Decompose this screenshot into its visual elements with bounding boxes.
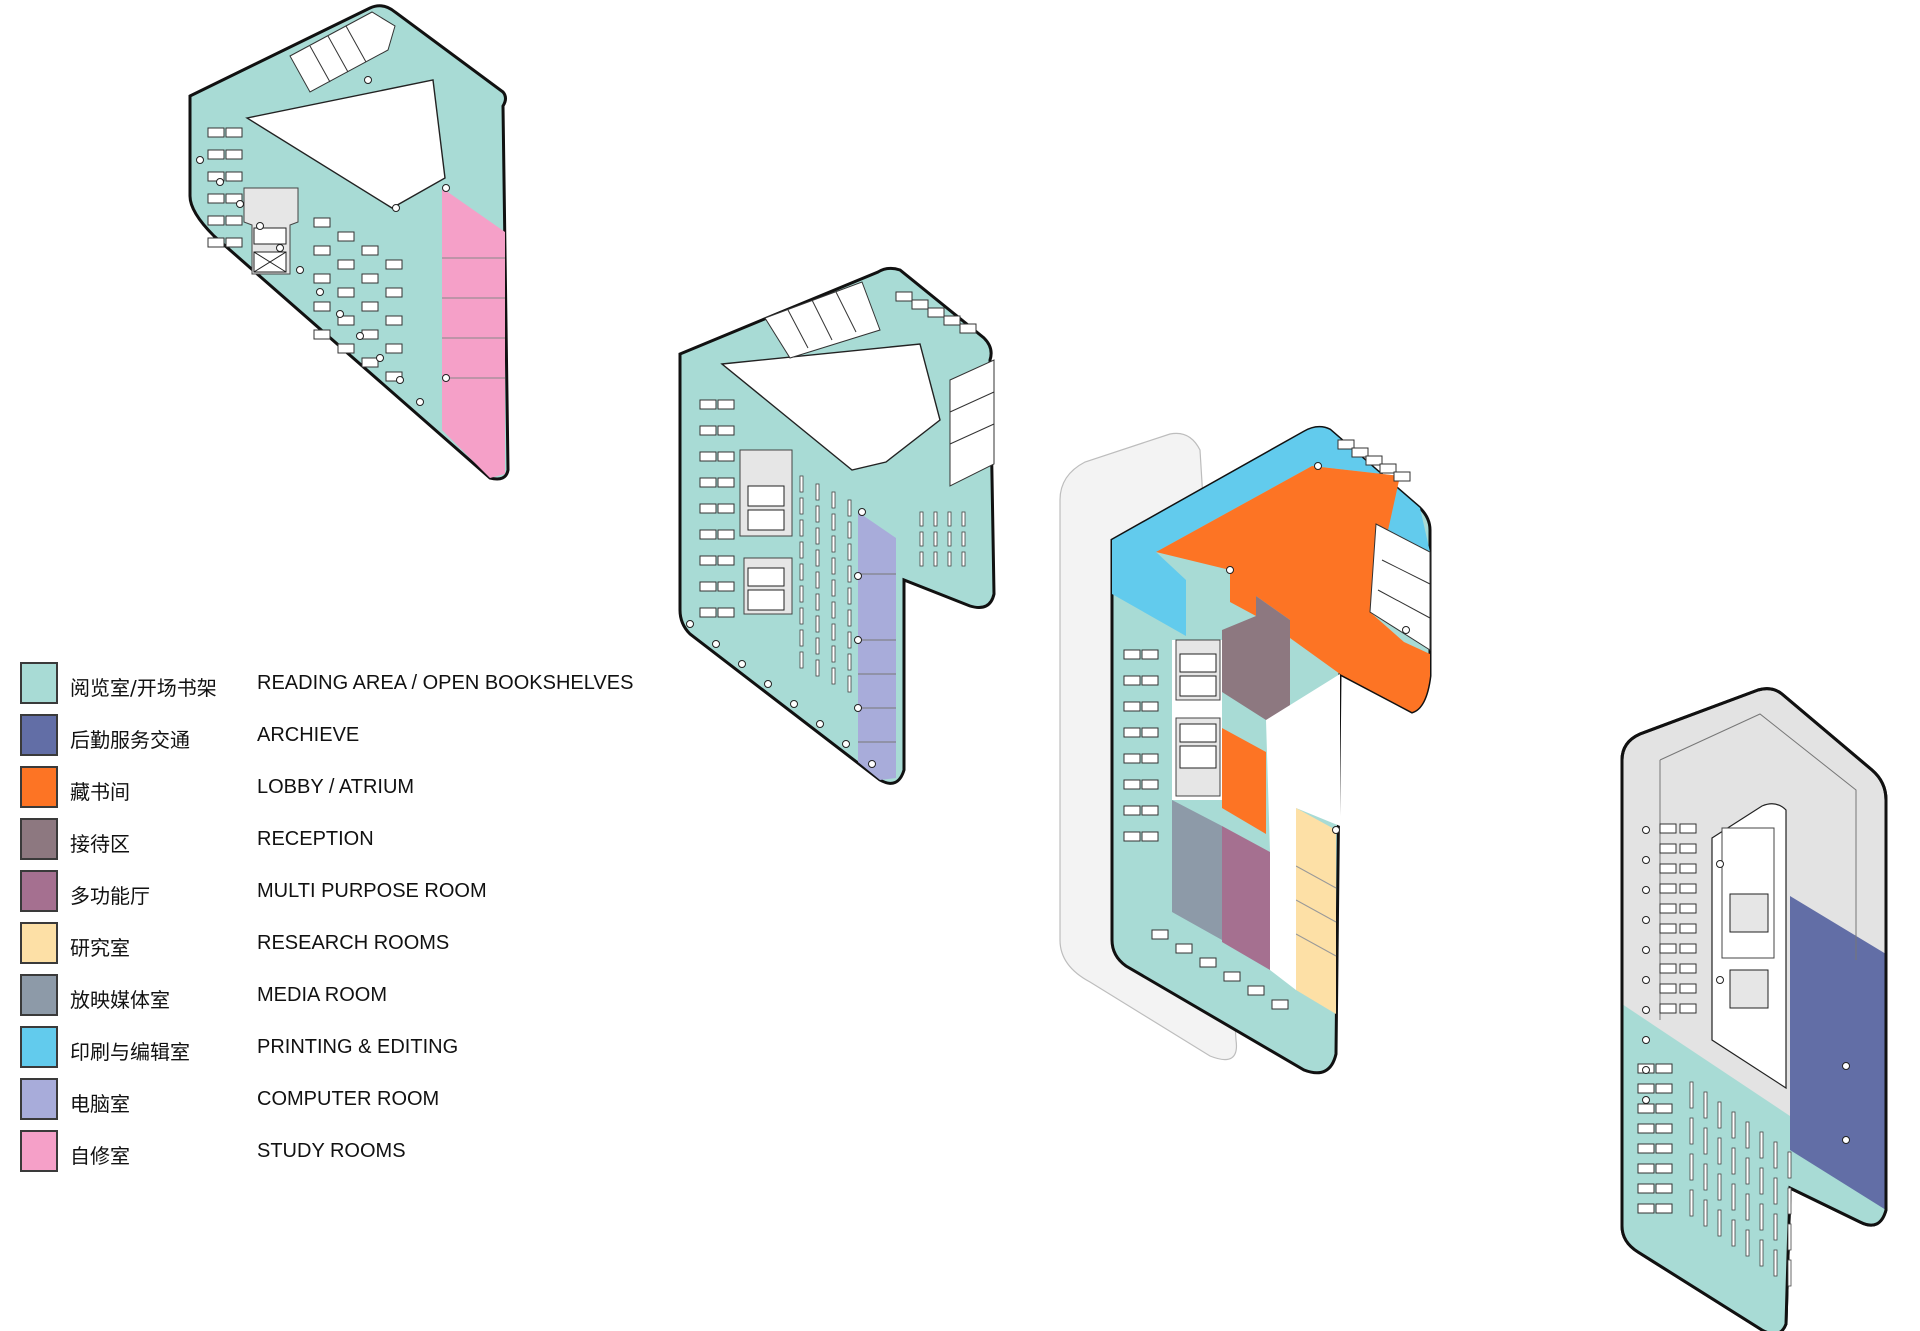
atrium-zone — [1156, 466, 1430, 712]
legend-label-cn: 研究室 — [70, 936, 130, 960]
legend-item: 藏书间 LOBBY / ATRIUM — [20, 766, 740, 812]
floor-plan-level-2 — [678, 266, 996, 785]
floor-plan-level-4 — [1620, 687, 1888, 1331]
legend-swatch — [20, 818, 58, 860]
legend-label-cn: 接待区 — [70, 832, 130, 856]
legend-swatch — [20, 974, 58, 1016]
study-rooms-zone — [442, 188, 505, 478]
legend-swatch — [20, 662, 58, 704]
legend-swatch — [20, 1130, 58, 1172]
elevator-core — [1175, 639, 1221, 797]
legend-label-en: LOBBY / ATRIUM — [257, 776, 415, 798]
bridge — [949, 359, 995, 487]
legend-label-cn: 阅览室/开场书架 — [70, 676, 217, 700]
floor-plan-level-3 — [1059, 425, 1432, 1075]
media-room-zone — [1172, 800, 1222, 940]
legend-label-en: RECEPTION — [257, 828, 374, 850]
circulation-void — [1266, 674, 1340, 990]
reception-zone — [1222, 596, 1290, 720]
legend-item: 研究室 RESEARCH ROOMS — [20, 922, 740, 968]
legend-label-en: PRINTING & EDITING — [257, 1036, 459, 1058]
legend-item: 多功能厅 MULTI PURPOSE ROOM — [20, 870, 740, 916]
staircase — [289, 11, 396, 93]
legend-swatch — [20, 870, 58, 912]
legend-item: 后勤服务交通 ARCHIEVE — [20, 714, 740, 760]
archive-zone — [1790, 896, 1886, 1210]
lobby-zone — [1222, 728, 1266, 834]
printing-editing-zone — [1112, 427, 1430, 636]
legend-item: 接待区 RECEPTION — [20, 818, 740, 864]
legend-label-cn: 后勤服务交通 — [70, 728, 190, 752]
legend-item: 放映媒体室 MEDIA ROOM — [20, 974, 740, 1020]
atrium-void — [720, 343, 941, 471]
legend-item: 印刷与编辑室 PRINTING & EDITING — [20, 1026, 740, 1072]
computer-room-zone — [858, 512, 896, 780]
floor-plan-level-1 — [188, 4, 510, 481]
legend-label-en: COMPUTER ROOM — [257, 1088, 440, 1110]
legend-swatch — [20, 1026, 58, 1068]
legend-label-cn: 电脑室 — [70, 1092, 130, 1116]
legend-label-cn: 藏书间 — [70, 780, 130, 804]
legend-label-en: MULTI PURPOSE ROOM — [257, 880, 487, 902]
multi-purpose-room-zone — [1222, 826, 1270, 970]
legend-swatch — [20, 766, 58, 808]
legend-label-cn: 放映媒体室 — [70, 988, 170, 1012]
legend-label-en: ARCHIEVE — [257, 724, 360, 746]
elevator-core — [243, 187, 299, 275]
elevator-core — [739, 449, 793, 615]
elevator-core — [1721, 827, 1775, 1009]
legend-swatch — [20, 922, 58, 964]
legend-label-en: READING AREA / OPEN BOOKSHELVES — [257, 672, 634, 694]
staircase — [1369, 523, 1431, 651]
legend-swatch — [20, 1078, 58, 1120]
atrium-void — [245, 79, 446, 209]
legend-label-en: MEDIA ROOM — [257, 984, 388, 1006]
legend-item: 阅览室/开场书架 READING AREA / OPEN BOOKSHELVES — [20, 662, 740, 708]
legend-label-en: RESEARCH ROOMS — [257, 932, 450, 954]
legend-label-cn: 多功能厅 — [70, 884, 150, 908]
legend-item: 自修室 STUDY ROOMS — [20, 1130, 740, 1176]
legend-swatch — [20, 714, 58, 756]
legend-label-en: STUDY ROOMS — [257, 1140, 406, 1162]
legend-label-cn: 自修室 — [70, 1144, 130, 1168]
legend-label-cn: 印刷与编辑室 — [70, 1040, 190, 1064]
legend-item: 电脑室 COMPUTER ROOM — [20, 1078, 740, 1124]
